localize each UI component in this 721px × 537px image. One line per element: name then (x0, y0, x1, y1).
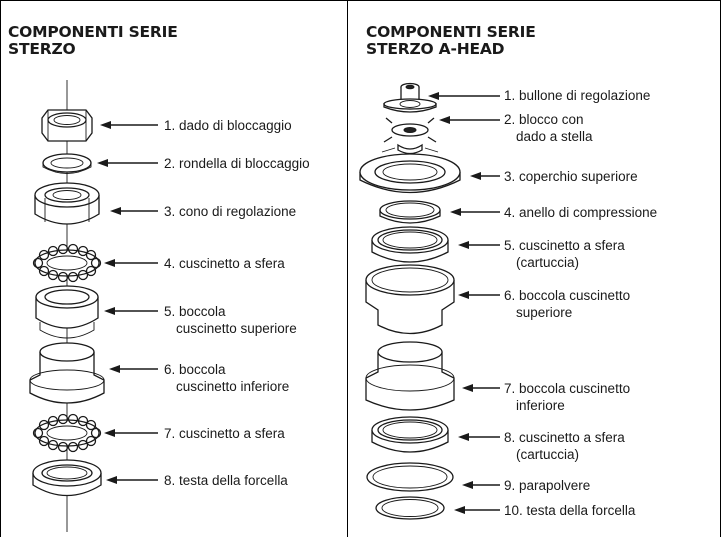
right-label-4-line1: 4. anello di compressione (504, 205, 658, 220)
right-arrows (428, 92, 500, 514)
compression-ring-part (379, 200, 441, 224)
right-label-8-line2: (cartuccia) (516, 447, 580, 462)
left-label-2-line1: 2. rondella di bloccaggio (164, 156, 310, 171)
ball-bearing-upper-part (32, 243, 102, 283)
right-label-8-line1: 8. cuscinetto a sfera (504, 430, 625, 445)
right-label-1: 1. bullone di regolazione (504, 87, 650, 104)
left-label-1-line1: 1. dado di bloccaggio (164, 118, 292, 133)
right-label-2-line1: 2. blocco con (504, 112, 584, 127)
left-panel-title: COMPONENTI SERIE STERZO (8, 24, 178, 58)
lock-washer-part (42, 153, 92, 174)
left-label-1: 1. dado di bloccaggio (164, 117, 292, 134)
right-label-5-line2: (cartuccia) (516, 255, 580, 270)
left-label-5-line2: cuscinetto superiore (176, 321, 297, 336)
left-arrows (97, 121, 158, 484)
right-label-6: 6. boccola cuscinetto superiore (504, 287, 630, 321)
left-label-5: 5. boccola cuscinetto superiore (164, 303, 297, 337)
right-label-2: 2. blocco con dado a stella (504, 111, 593, 145)
right-label-10: 10. testa della forcella (504, 502, 635, 519)
right-label-2-line2: dado a stella (516, 129, 593, 144)
right-label-9: 9. parapolvere (504, 477, 590, 494)
left-label-3-line1: 3. cono di regolazione (164, 204, 297, 219)
right-panel-title: COMPONENTI SERIE STERZO A-HEAD (366, 24, 536, 58)
left-label-2: 2. rondella di bloccaggio (164, 155, 310, 172)
right-label-3-line1: 3. coperchio superiore (504, 169, 638, 184)
frame-left-border (0, 0, 1, 537)
lower-bearing-cup-part (29, 342, 105, 404)
right-label-7-line2: inferiore (516, 398, 565, 413)
right-label-6-line2: superiore (516, 305, 573, 320)
cartridge-bearing-lower-part (371, 416, 449, 453)
left-label-7: 7. cuscinetto a sfera (164, 425, 285, 442)
right-label-8: 8. cuscinetto a sfera (cartuccia) (504, 429, 625, 463)
right-title-line1: COMPONENTI SERIE (366, 23, 536, 41)
right-label-5: 5. cuscinetto a sfera (cartuccia) (504, 237, 625, 271)
fork-crown-race-a-head-part (375, 496, 445, 520)
top-cover-part (359, 153, 461, 194)
lock-nut-part (41, 109, 93, 142)
right-label-5-line1: 5. cuscinetto a sfera (504, 238, 625, 253)
left-label-4: 4. cuscinetto a sfera (164, 255, 285, 272)
left-label-6: 6. boccola cuscinetto inferiore (164, 361, 289, 395)
left-label-3: 3. cono di regolazione (164, 203, 296, 220)
right-label-7: 7. boccola cuscinetto inferiore (504, 380, 630, 414)
ball-bearing-lower-part (32, 413, 102, 453)
left-label-8: 8. testa della forcella (164, 472, 288, 489)
dust-seal-part (366, 462, 454, 492)
left-label-5-line1: 5. boccola (164, 304, 226, 319)
adjusting-bolt-part (383, 82, 437, 113)
left-title-line1: COMPONENTI SERIE (8, 23, 178, 41)
cartridge-bearing-upper-part (371, 226, 449, 263)
upper-bearing-cup-a-head-part (365, 264, 455, 335)
right-label-7-line1: 7. boccola cuscinetto (504, 381, 631, 396)
right-title-line2: STERZO A-HEAD (366, 40, 505, 58)
left-label-8-line1: 8. testa della forcella (164, 473, 288, 488)
star-nut-part (381, 117, 439, 155)
adjusting-cone-part (34, 182, 100, 225)
panel-divider (347, 0, 348, 537)
left-title-line2: STERZO (8, 40, 76, 58)
left-label-4-line1: 4. cuscinetto a sfera (164, 256, 285, 271)
right-label-1-line1: 1. bullone di regolazione (504, 88, 651, 103)
fork-crown-race-part (32, 459, 102, 497)
lower-bearing-cup-a-head-part (365, 341, 455, 411)
right-label-3: 3. coperchio superiore (504, 168, 638, 185)
frame-top-border (0, 0, 721, 1)
right-label-4: 4. anello di compressione (504, 204, 657, 221)
left-label-6-line1: 6. boccola (164, 362, 226, 377)
right-label-10-line1: 10. testa della forcella (504, 503, 636, 518)
upper-bearing-cup-part (35, 285, 99, 339)
right-label-6-line1: 6. boccola cuscinetto (504, 288, 631, 303)
left-label-6-line2: cuscinetto inferiore (176, 379, 290, 394)
right-label-9-line1: 9. parapolvere (504, 478, 591, 493)
left-label-7-line1: 7. cuscinetto a sfera (164, 426, 285, 441)
